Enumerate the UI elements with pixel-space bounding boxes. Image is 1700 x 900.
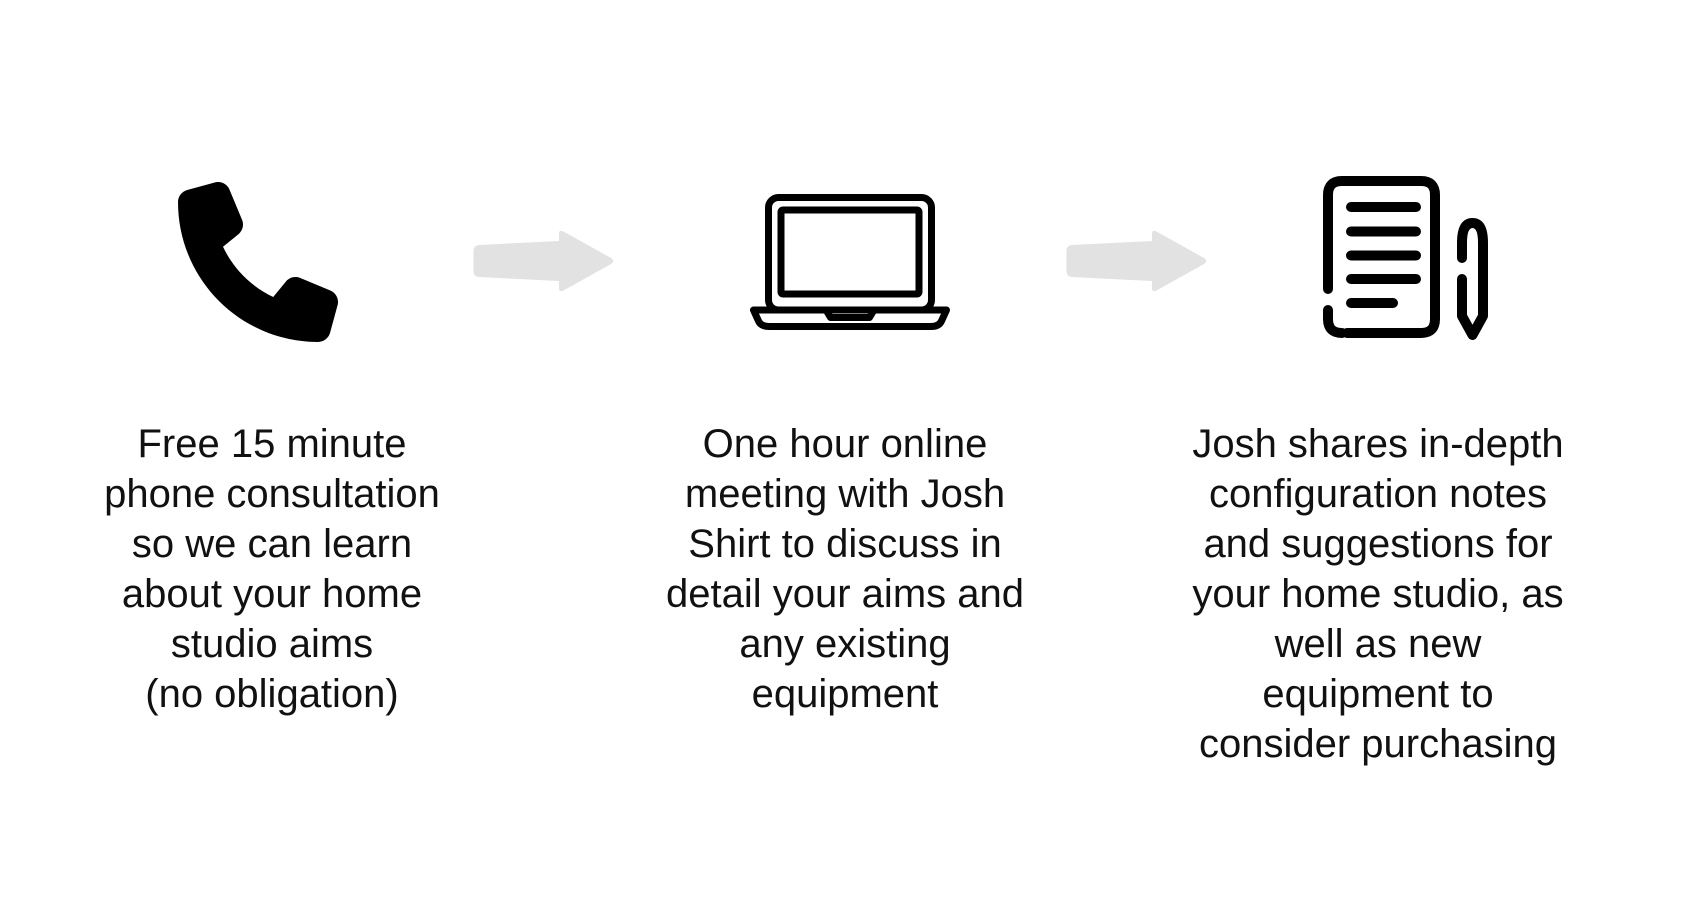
document-outline bbox=[1323, 176, 1440, 338]
phone-icon bbox=[178, 182, 338, 342]
laptop-screen-outer bbox=[765, 194, 935, 314]
step3-caption: Josh shares in-depth configuration notes… bbox=[1192, 422, 1564, 766]
document-pen-icon bbox=[1323, 176, 1488, 340]
pen-clip-and-body bbox=[1457, 218, 1488, 320]
laptop-base bbox=[750, 306, 950, 330]
document-corner bbox=[1323, 305, 1347, 338]
phone-handset-shape bbox=[178, 182, 338, 342]
step2-caption: One hour online meeting with Josh Shirt … bbox=[666, 422, 1024, 716]
step1-caption: Free 15 minute phone consultation so we … bbox=[104, 422, 440, 716]
arrow-shape bbox=[473, 230, 614, 292]
laptop-icon bbox=[750, 194, 950, 330]
arrow-right-icon bbox=[1066, 230, 1207, 292]
arrow-right-icon bbox=[473, 230, 614, 292]
pen-nib bbox=[1457, 311, 1488, 340]
laptop-screen-inner bbox=[777, 206, 923, 298]
arrow-shape bbox=[1066, 230, 1207, 292]
